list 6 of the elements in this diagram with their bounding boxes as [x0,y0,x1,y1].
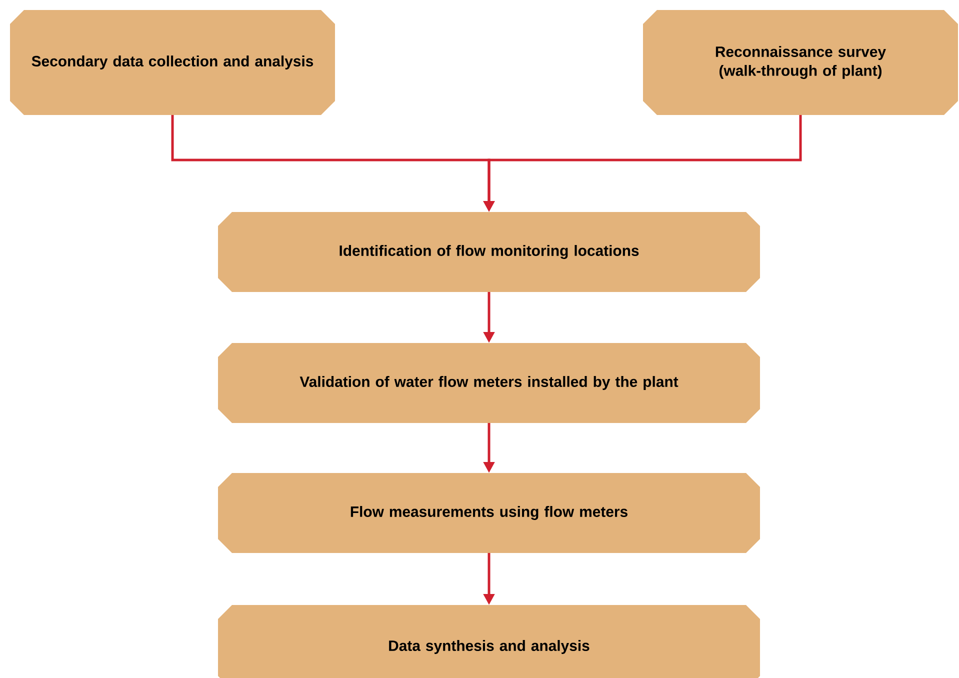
process-box: Reconnaissance survey (walk-through of plant) [643,10,958,115]
process-box: Data synthesis and analysis [218,604,760,678]
process-box: Identification of flow monitoring locations [218,212,760,292]
process-box: Validation of water flow meters installed by the plant [218,342,760,423]
process-box: Flow measurements using flow meters [218,472,760,553]
process-box: Secondary data collection and analysis [10,10,335,115]
